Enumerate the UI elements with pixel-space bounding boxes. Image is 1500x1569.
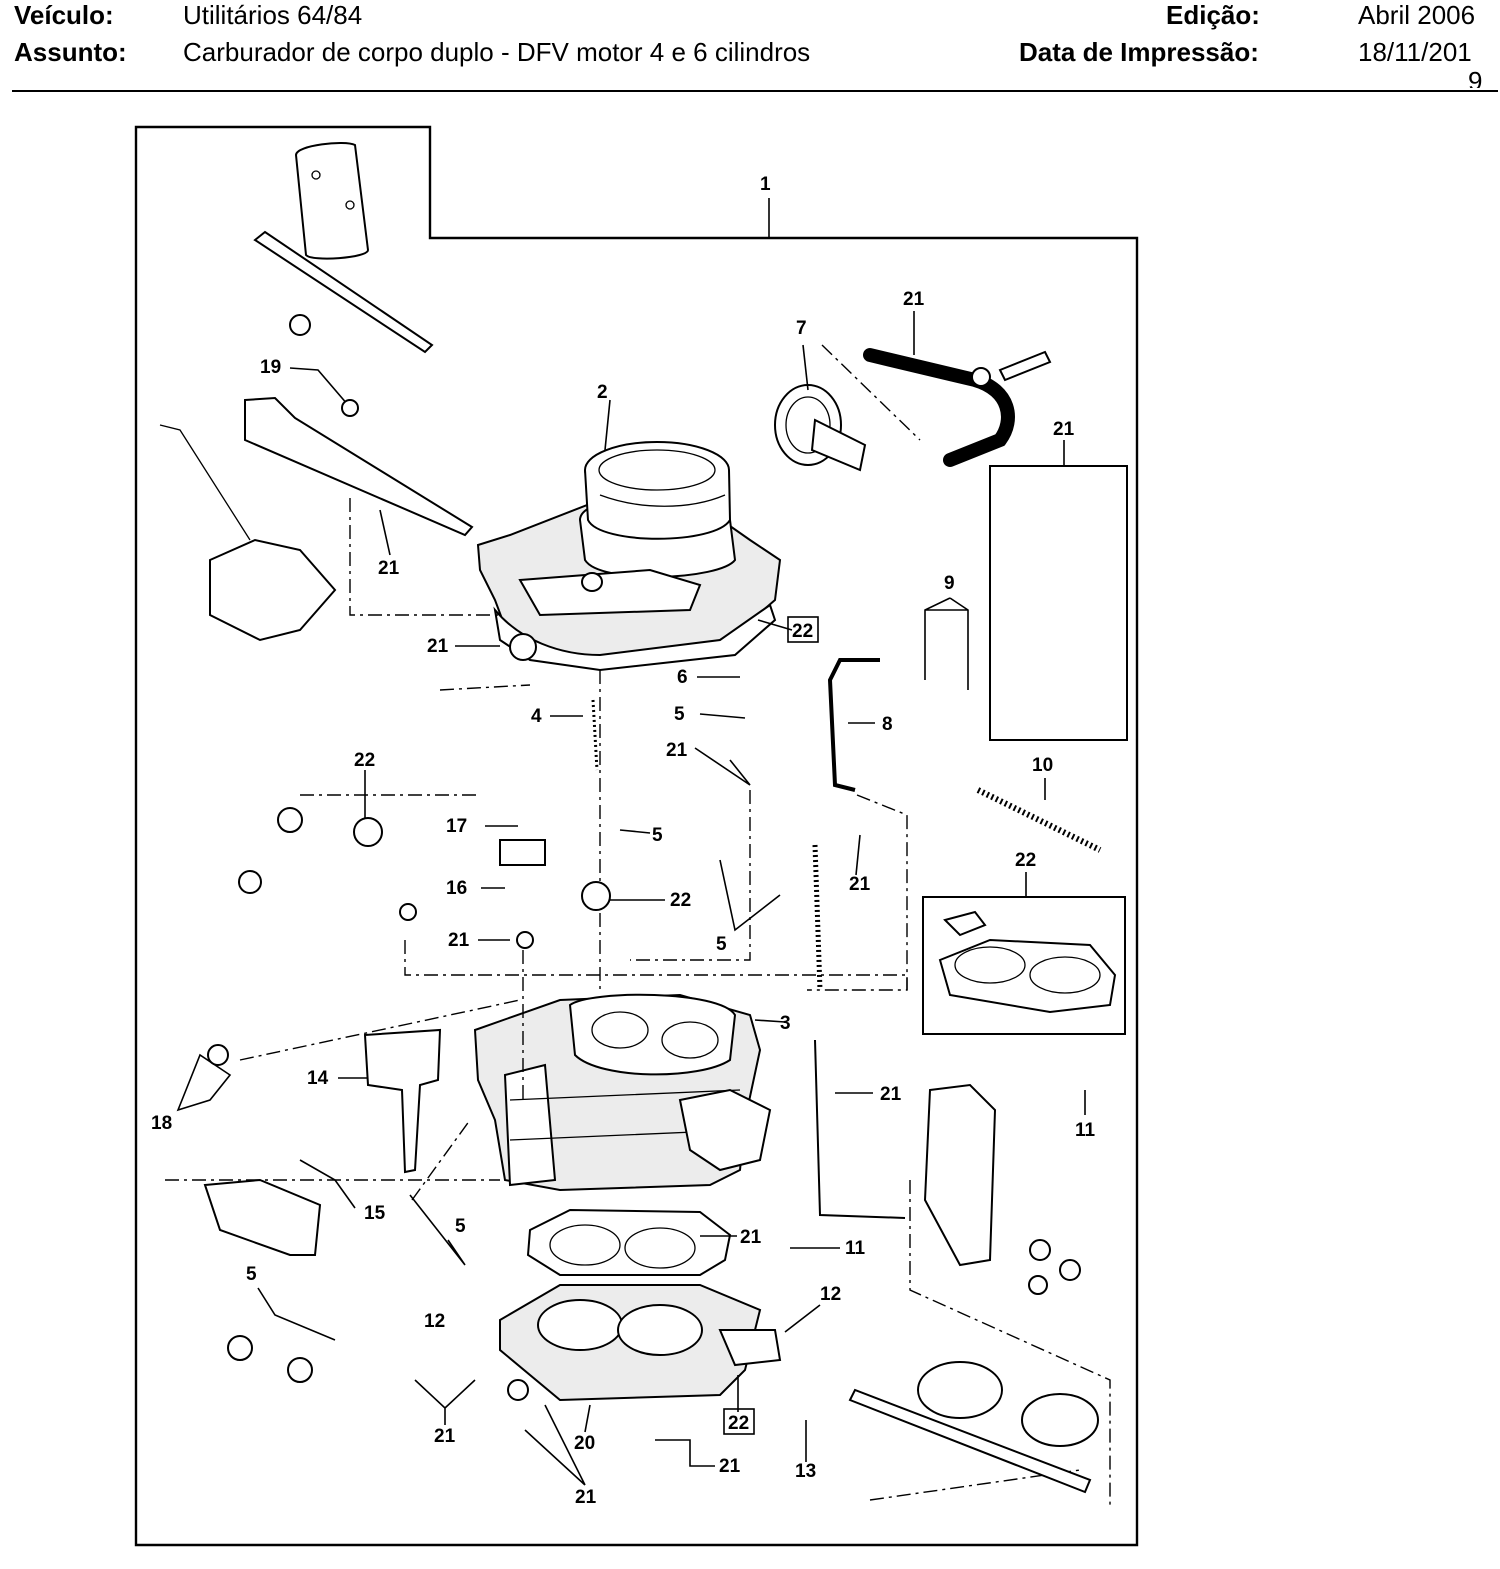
callout-21a: 21 bbox=[903, 289, 925, 310]
print-date-overflow: 9 bbox=[1468, 66, 1483, 88]
callout-10: 10 bbox=[1032, 755, 1053, 776]
callout-21i: 21 bbox=[740, 1227, 762, 1248]
callout-22b: 22 bbox=[670, 890, 691, 911]
assembly-line-5 bbox=[807, 794, 908, 991]
callout-22d-box: 22 bbox=[787, 616, 819, 643]
callout-6: 6 bbox=[677, 667, 688, 688]
callout-leaders bbox=[176, 311, 1086, 1486]
air-horn-upper-body bbox=[476, 441, 782, 672]
callout-21c: 21 bbox=[378, 558, 400, 579]
callout-11a: 11 bbox=[1075, 1120, 1096, 1141]
print-date-label: Data de Impressão: bbox=[1019, 37, 1259, 67]
callout-8: 8 bbox=[882, 714, 893, 735]
callout-22c: 22 bbox=[1015, 850, 1036, 871]
throttle-body bbox=[499, 1284, 782, 1402]
callout-1: 1 bbox=[760, 174, 771, 195]
callout-14: 14 bbox=[307, 1068, 329, 1089]
callout-16: 16 bbox=[446, 878, 467, 899]
assembly-line-8 bbox=[909, 1180, 1111, 1505]
callout-2: 2 bbox=[597, 382, 608, 403]
callout-21g: 21 bbox=[448, 930, 470, 951]
assembly-line-11 bbox=[239, 999, 521, 1061]
kit-box-parts bbox=[989, 465, 1128, 741]
callout-21j: 21 bbox=[434, 1426, 456, 1447]
callout-21k: 21 bbox=[575, 1487, 597, 1508]
pump-rod bbox=[814, 1039, 906, 1219]
edition-value: Abril 2006 bbox=[1358, 0, 1476, 30]
callout-5a: 5 bbox=[652, 825, 663, 846]
callout-7: 7 bbox=[796, 318, 807, 339]
callout-15: 15 bbox=[364, 1203, 386, 1224]
accel-pump-spring bbox=[812, 844, 823, 991]
base-gasket bbox=[526, 1208, 732, 1276]
small-parts bbox=[203, 314, 1099, 1494]
header-rule bbox=[12, 90, 1498, 92]
choke-diaphragm bbox=[774, 384, 867, 472]
print-date-value: 18/11/201 bbox=[1358, 37, 1472, 67]
callout-5d: 5 bbox=[455, 1216, 466, 1237]
callout-21b: 21 bbox=[1053, 419, 1075, 440]
assembly-line-4 bbox=[630, 790, 751, 961]
callout-22e-box: 22 bbox=[723, 1408, 755, 1435]
subject-label: Assunto: bbox=[14, 37, 127, 67]
callout-5e: 5 bbox=[246, 1264, 257, 1285]
assembly-line-13 bbox=[439, 684, 531, 691]
callout-12b: 12 bbox=[424, 1311, 445, 1332]
assembly-line-9 bbox=[869, 1469, 1081, 1501]
subject-value: Carburador de corpo duplo - DFV motor 4 … bbox=[183, 37, 811, 67]
assembly-line-12 bbox=[411, 1119, 471, 1201]
callout-5b: 5 bbox=[674, 704, 685, 725]
callout-22d: 22 bbox=[792, 621, 813, 642]
callout-21d: 21 bbox=[427, 636, 449, 657]
callout-19: 19 bbox=[260, 357, 281, 378]
assembly-line-1 bbox=[349, 498, 500, 616]
callout-20: 20 bbox=[574, 1433, 595, 1454]
callout-22a: 22 bbox=[354, 750, 375, 771]
callout-12a: 12 bbox=[820, 1284, 841, 1305]
kit-gasket bbox=[938, 910, 1117, 1014]
choke-plate-and-shaft bbox=[253, 142, 434, 354]
callout-22e: 22 bbox=[728, 1413, 749, 1434]
callout-17: 17 bbox=[446, 816, 467, 837]
callout-21h: 21 bbox=[880, 1084, 902, 1105]
needle-spring-4 bbox=[591, 699, 599, 771]
callout-21f: 21 bbox=[849, 874, 871, 895]
diagram-frame bbox=[134, 125, 1139, 1547]
choke-bracket bbox=[159, 396, 474, 642]
callout-4: 4 bbox=[531, 706, 542, 727]
callout-9: 9 bbox=[944, 573, 955, 594]
callout-21l: 21 bbox=[719, 1456, 741, 1477]
vehicle-value: Utilitários 64/84 bbox=[183, 0, 363, 30]
assembly-line-3 bbox=[404, 940, 908, 990]
assembly-line-14 bbox=[821, 344, 921, 441]
main-body bbox=[473, 993, 772, 1192]
callout-13: 13 bbox=[795, 1461, 816, 1482]
return-spring-10 bbox=[976, 787, 1102, 853]
fuel-tube-8 bbox=[827, 658, 880, 792]
callout-21e: 21 bbox=[666, 740, 688, 761]
callout-3: 3 bbox=[780, 1013, 791, 1034]
callout-11b: 11 bbox=[845, 1238, 866, 1259]
vehicle-label: Veículo: bbox=[14, 0, 114, 30]
callout-18: 18 bbox=[151, 1113, 172, 1134]
kit-box-gaskets bbox=[922, 896, 1126, 1035]
callout-5c: 5 bbox=[716, 934, 727, 955]
edition-label: Edição: bbox=[1166, 0, 1260, 30]
